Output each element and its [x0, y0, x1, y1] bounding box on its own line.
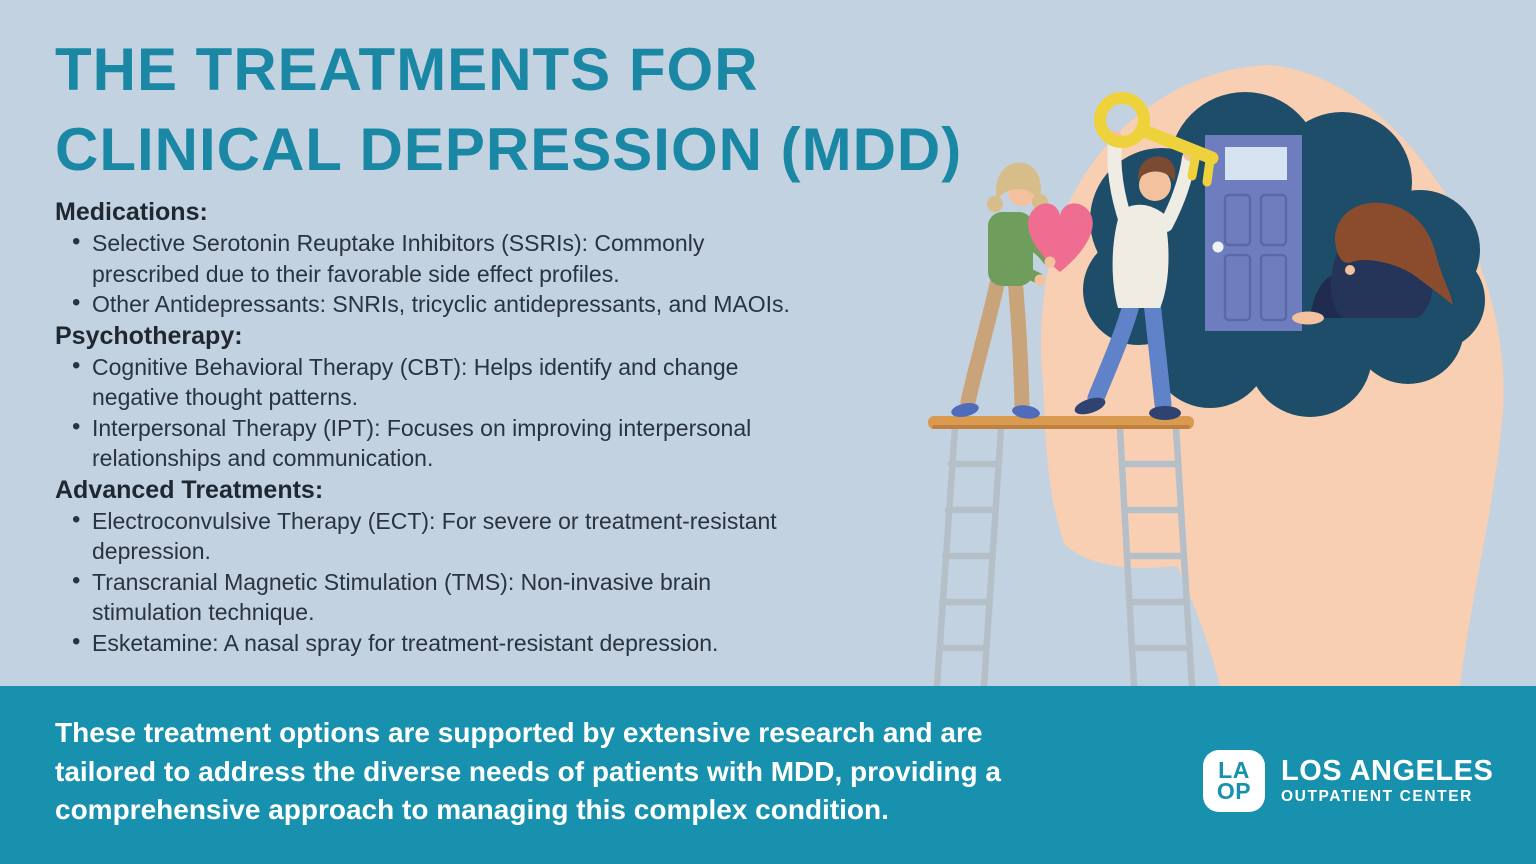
- plank: [928, 416, 1194, 429]
- footer-message: These treatment options are supported by…: [55, 717, 1001, 825]
- page-title-line1: THE TREATMENTS FOR: [55, 36, 759, 103]
- logo-subtitle: OUTPATIENT CENTER: [1281, 788, 1473, 805]
- section-advanced-treatments: Advanced Treatments: Electroconvulsive T…: [55, 474, 835, 659]
- treatment-sections: Medications: Selective Serotonin Reuptak…: [55, 196, 835, 658]
- mental-health-illustration: [928, 65, 1504, 686]
- footer-bar: These treatment options are supported by…: [0, 686, 1536, 864]
- bullet-item: Cognitive Behavioral Therapy (CBT): Help…: [72, 351, 807, 413]
- bullet-item: Esketamine: A nasal spray for treatment-…: [72, 627, 807, 659]
- supporter-man-hair: [1137, 156, 1176, 181]
- supporter-woman-hand: [1044, 256, 1056, 268]
- bullet-item: Selective Serotonin Reuptake Inhibitors …: [72, 227, 807, 289]
- supporter-woman-hand: [1034, 274, 1046, 286]
- medications-list: Selective Serotonin Reuptake Inhibitors …: [55, 227, 835, 320]
- door-window: [1225, 147, 1287, 180]
- bullet-item: Transcranial Magnetic Stimulation (TMS):…: [72, 566, 807, 628]
- thought-cloud-shape: [1083, 92, 1485, 417]
- depressed-person-hair: [1335, 202, 1453, 305]
- laop-logo-badge-icon: LA OP: [1203, 750, 1265, 812]
- logo-name: LOS ANGELES: [1281, 755, 1494, 787]
- depressed-person: [1292, 202, 1453, 325]
- supporter-woman-hair: [996, 162, 1041, 202]
- supporter-with-heart: [951, 162, 1054, 419]
- logo-badge-bottom: OP: [1216, 778, 1252, 804]
- psychotherapy-list: Cognitive Behavioral Therapy (CBT): Help…: [55, 351, 835, 474]
- section-psychotherapy: Psychotherapy: Cognitive Behavioral Ther…: [55, 320, 835, 474]
- supporter-with-key: [1074, 131, 1197, 420]
- bullet-item: Electroconvulsive Therapy (ECT): For sev…: [72, 505, 807, 567]
- head-silhouette-shape: [1041, 65, 1504, 686]
- key-icon: [1094, 92, 1219, 187]
- ladder-left: [933, 424, 1005, 686]
- advanced-treatments-list: Electroconvulsive Therapy (ECT): For sev…: [55, 505, 835, 659]
- laop-logo-text: LOS ANGELES OUTPATIENT CENTER: [1281, 756, 1493, 806]
- section-heading-psychotherapy: Psychotherapy:: [55, 321, 243, 350]
- heart-icon: [1028, 203, 1093, 272]
- section-heading-medications: Medications:: [55, 198, 208, 226]
- bullet-item: Other Antidepressants: SNRIs, tricyclic …: [72, 288, 807, 320]
- page-title-line2: CLINICAL DEPRESSION (MDD): [55, 116, 963, 183]
- ladder-right: [1116, 424, 1196, 686]
- section-medications: Medications: Selective Serotonin Reuptak…: [55, 196, 835, 320]
- laop-logo: LA OP LOS ANGELES OUTPATIENT CENTER: [1203, 750, 1493, 812]
- door-knob: [1212, 241, 1224, 253]
- bullet-item: Interpersonal Therapy (IPT): Focuses on …: [72, 412, 807, 474]
- closed-door: [1205, 135, 1302, 331]
- page-title: THE TREATMENTS FOR CLINICAL DEPRESSION (…: [55, 30, 962, 190]
- logo-badge-top: LA: [1218, 757, 1250, 783]
- section-heading-advanced-treatments: Advanced Treatments:: [55, 475, 324, 504]
